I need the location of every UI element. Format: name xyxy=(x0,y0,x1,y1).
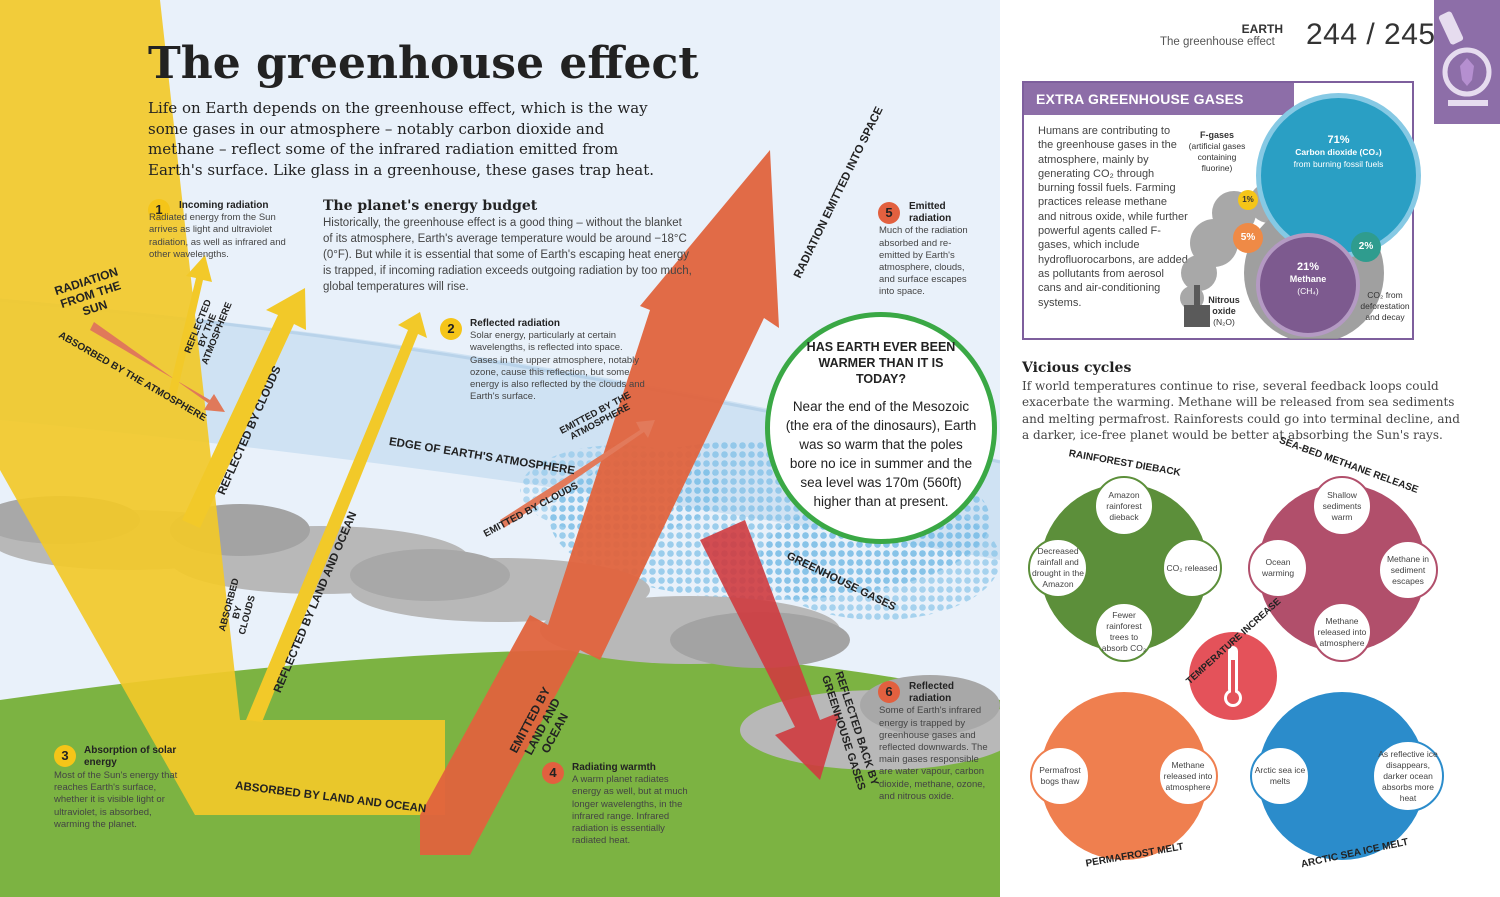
label-nitrous-title: Nitrous oxide xyxy=(1208,295,1240,316)
node-permafrost-thaw: Permafrost bogs thaw xyxy=(1030,746,1090,806)
step-3-text: Absorption of solar energy xyxy=(84,745,204,769)
seabed-cycle-bg xyxy=(1258,484,1426,652)
permafrost-cycle-bg xyxy=(1040,692,1208,860)
right-page: EARTH The greenhouse effect 244 / 245 EX… xyxy=(1000,0,1500,897)
step-4-title: Radiating warmth xyxy=(572,762,656,773)
reflected-ghg-arrow xyxy=(700,520,840,780)
step-5-badge: 5 xyxy=(878,202,900,224)
gas-co2-name: Carbon dioxide (CO₂) xyxy=(1295,147,1382,157)
warmer-answer: Near the end of the Mesozoic (the era of… xyxy=(785,399,977,509)
step-3-title: Absorption of solar energy xyxy=(84,745,177,769)
label-co2-deforest: CO₂ from deforestation and decay xyxy=(1360,290,1410,322)
extra-gases-title: EXTRA GREENHOUSE GASES xyxy=(1036,91,1244,107)
vicious-text: If world temperatures continue to rise, … xyxy=(1022,379,1460,442)
node-shallow-sediments: Shallow sediments warm xyxy=(1312,476,1372,536)
extra-gases-text: Humans are contributing to the greenhous… xyxy=(1038,125,1188,309)
step-4-body: A warm planet radiates energy as well, b… xyxy=(572,774,688,847)
gas-circle-methane: 21% Methane (CH₄) xyxy=(1256,233,1360,337)
gas-methane-pct: 21% xyxy=(1296,261,1320,273)
gas-co2-note: from burning fossil fuels xyxy=(1293,159,1384,169)
intro-paragraph: Life on Earth depends on the greenhouse … xyxy=(148,99,655,179)
step-2-badge: 2 xyxy=(440,318,462,340)
label-fgases-note: (artificial gases containing fluorine) xyxy=(1188,141,1246,173)
budget-heading: The planet's energy budget xyxy=(323,198,538,214)
step-6-badge: 6 xyxy=(878,681,900,703)
section-label: EARTH xyxy=(1241,22,1283,36)
step-3-badge: 3 xyxy=(54,745,76,767)
reflected-atmos-arrow xyxy=(168,255,212,397)
step-1-body: Radiated energy from the Sun arrives as … xyxy=(149,212,286,260)
extra-gases-header: EXTRA GREENHOUSE GASES xyxy=(1024,83,1294,115)
step-6-body: Some of Earth's infrared energy is trapp… xyxy=(879,705,988,802)
step-2-title: Reflected radiation xyxy=(470,318,561,329)
vicious-heading: Vicious cycles xyxy=(1022,360,1132,376)
node-arctic-ice: Arctic sea ice melts xyxy=(1250,746,1310,806)
gas-circle-fgases: 1% xyxy=(1238,190,1258,210)
gas-circle-co2-deforest: 2% xyxy=(1351,232,1381,262)
arctic-cycle-bg xyxy=(1258,692,1426,860)
factory-icon xyxy=(1184,285,1210,327)
gas-methane-name: Methane xyxy=(1289,274,1327,284)
node-fewer-trees: Fewer rainforest trees to absorb CO₂ xyxy=(1094,602,1154,662)
label-nitrous-note: (N₂O) xyxy=(1213,317,1235,327)
node-ocean-warming: Ocean warming xyxy=(1248,538,1308,598)
page-numbers: 244 / 245 xyxy=(1306,18,1436,51)
gas-methane-note: (CH₄) xyxy=(1297,286,1319,296)
warmer-callout: HAS EARTH EVER BEEN WARMER THAN IT IS TO… xyxy=(765,312,997,544)
label-nitrous: Nitrous oxide (N₂O) xyxy=(1202,295,1246,328)
left-page: The greenhouse effect Life on Earth depe… xyxy=(0,0,1000,897)
step-5-title: Emitted radiation xyxy=(909,201,952,225)
node-decreased-rainfall: Decreased rainfall and drought in the Am… xyxy=(1028,538,1088,598)
reflected-clouds-arrow xyxy=(182,288,306,528)
label-fgases-title: F-gases xyxy=(1199,130,1234,140)
warmer-question: HAS EARTH EVER BEEN WARMER THAN IT IS TO… xyxy=(806,340,956,386)
step-5-body: Much of the radiation absorbed and re-em… xyxy=(879,225,968,298)
absorbed-atmos-arrow xyxy=(90,322,225,412)
node-amazon-dieback: Amazon rainforest dieback xyxy=(1094,476,1154,536)
node-methane-permafrost: Methane released into atmosphere xyxy=(1158,746,1218,806)
emitted-space-arrow xyxy=(420,150,779,855)
step-2-body: Solar energy, particularly at certain wa… xyxy=(470,330,645,403)
gas-circle-nitrous: 5% xyxy=(1233,223,1263,253)
sun-arrow xyxy=(0,0,445,815)
microscope-icon xyxy=(1438,11,1492,106)
section-subtitle: The greenhouse effect xyxy=(1160,36,1275,48)
step-6-title: Reflected radiation xyxy=(909,681,955,705)
node-reflective-ice: As reflective ice disappears, darker oce… xyxy=(1372,740,1444,812)
node-methane-atmosphere: Methane released into atmosphere xyxy=(1312,602,1372,662)
extra-gases-box: EXTRA GREENHOUSE GASES Humans are contri… xyxy=(1022,81,1421,340)
step-3-body: Most of the Sun's energy that reaches Ea… xyxy=(54,770,178,830)
page-title: The greenhouse effect xyxy=(148,38,699,89)
node-methane-sediment: Methane in sediment escapes xyxy=(1378,540,1438,600)
corner-tab xyxy=(1434,0,1500,124)
step-1-badge: 1 xyxy=(148,199,170,221)
label-fgases: F-gases (artificial gases containing flu… xyxy=(1182,130,1252,174)
budget-text: Historically, the greenhouse effect is a… xyxy=(323,217,692,293)
node-co2-released: CO₂ released xyxy=(1162,538,1222,598)
cycles-graphic xyxy=(1040,484,1426,860)
step-4-badge: 4 xyxy=(542,762,564,784)
gas-co2-pct: 71% xyxy=(1327,134,1350,146)
rainforest-cycle-bg xyxy=(1040,484,1208,652)
reflected-land-arrow xyxy=(246,312,427,722)
diagram-illustration xyxy=(0,0,1000,897)
emitted-atmos-arrow xyxy=(500,420,655,528)
step-1-title: Incoming radiation xyxy=(179,200,269,211)
